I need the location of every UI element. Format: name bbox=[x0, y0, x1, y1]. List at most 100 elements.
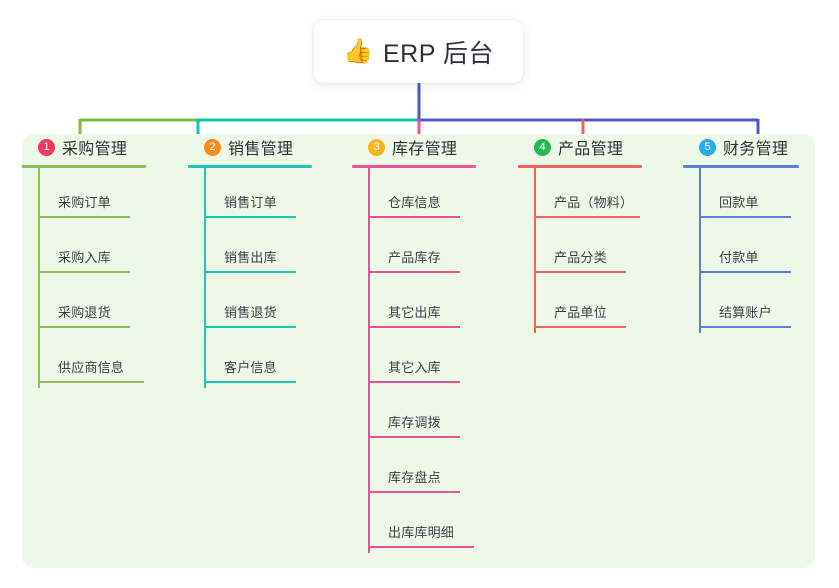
branch-items: 回款单付款单结算账户 bbox=[683, 168, 799, 333]
leaf-label: 供应商信息 bbox=[58, 360, 125, 375]
leaf-label: 销售订单 bbox=[224, 195, 277, 210]
leaf-item[interactable]: 采购订单 bbox=[22, 168, 146, 223]
leaf-underline bbox=[368, 271, 460, 273]
leaf-underline bbox=[699, 216, 791, 218]
leaf-item[interactable]: 产品分类 bbox=[518, 223, 642, 278]
branch-number-badge: 2 bbox=[204, 138, 221, 156]
branch-underline bbox=[352, 165, 476, 168]
branch-title: 采购管理 bbox=[62, 141, 128, 158]
leaf-item[interactable]: 采购入库 bbox=[22, 223, 146, 278]
leaf-item[interactable]: 付款单 bbox=[683, 223, 799, 278]
branch-spine bbox=[368, 168, 370, 553]
branch-column-2: 2 销售管理销售订单销售出库销售退货客户信息 bbox=[188, 134, 312, 388]
branch-title: 销售管理 bbox=[228, 141, 294, 158]
diagram-panel: 1 采购管理采购订单采购入库采购退货供应商信息 2 销售管理销售订单销售出库销售退货客… bbox=[22, 134, 815, 568]
leaf-item[interactable]: 结算账户 bbox=[683, 278, 799, 333]
branch-underline bbox=[22, 165, 146, 168]
leaf-item[interactable]: 供应商信息 bbox=[22, 333, 146, 388]
leaf-item[interactable]: 销售出库 bbox=[188, 223, 312, 278]
leaf-underline bbox=[368, 436, 460, 438]
leaf-underline bbox=[368, 381, 460, 383]
leaf-label: 采购入库 bbox=[58, 250, 111, 265]
leaf-label: 其它出库 bbox=[388, 305, 441, 320]
leaf-underline bbox=[534, 326, 626, 328]
leaf-label: 产品（物料） bbox=[554, 195, 634, 210]
branch-header-5[interactable]: 5 财务管理 bbox=[683, 134, 799, 160]
leaf-label: 产品分类 bbox=[554, 250, 607, 265]
branch-header-2[interactable]: 2 销售管理 bbox=[188, 134, 312, 160]
branch-column-4: 4 产品管理产品（物料） 产品分类产品单位 bbox=[518, 134, 642, 333]
branch-items: 产品（物料） 产品分类产品单位 bbox=[518, 168, 642, 333]
branch-items: 采购订单采购入库采购退货供应商信息 bbox=[22, 168, 146, 388]
branch-spine bbox=[534, 168, 536, 333]
branch-spine bbox=[38, 168, 40, 388]
branch-header-4[interactable]: 4 产品管理 bbox=[518, 134, 642, 160]
root-node[interactable]: 👍 ERP 后台 bbox=[314, 20, 523, 83]
branch-number-badge: 4 bbox=[534, 138, 551, 156]
leaf-label: 仓库信息 bbox=[388, 195, 441, 210]
leaf-label: 库存调拨 bbox=[388, 415, 441, 430]
branch-underline bbox=[188, 165, 312, 168]
branch-header-1[interactable]: 1 采购管理 bbox=[22, 134, 146, 160]
leaf-underline bbox=[38, 381, 144, 383]
branch-items: 仓库信息产品库存其它出库其它入库库存调拨库存盘点出库库明细 bbox=[352, 168, 476, 553]
leaf-label: 销售出库 bbox=[224, 250, 277, 265]
leaf-underline bbox=[534, 216, 640, 218]
branch-column-5: 5 财务管理回款单付款单结算账户 bbox=[683, 134, 799, 333]
branch-spine bbox=[699, 168, 701, 333]
leaf-underline bbox=[204, 381, 296, 383]
leaf-item[interactable]: 回款单 bbox=[683, 168, 799, 223]
leaf-item[interactable]: 仓库信息 bbox=[352, 168, 476, 223]
leaf-underline bbox=[368, 326, 460, 328]
leaf-item[interactable]: 销售退货 bbox=[188, 278, 312, 333]
branch-underline bbox=[683, 165, 799, 168]
leaf-label: 回款单 bbox=[719, 195, 759, 210]
leaf-label: 库存盘点 bbox=[388, 470, 441, 485]
leaf-underline bbox=[368, 491, 460, 493]
leaf-underline bbox=[38, 326, 130, 328]
leaf-underline bbox=[534, 271, 626, 273]
leaf-label: 产品库存 bbox=[388, 250, 441, 265]
branch-number-badge: 1 bbox=[38, 138, 55, 156]
leaf-item[interactable]: 客户信息 bbox=[188, 333, 312, 388]
leaf-label: 其它入库 bbox=[388, 360, 441, 375]
branch-column-1: 1 采购管理采购订单采购入库采购退货供应商信息 bbox=[22, 134, 146, 388]
leaf-item[interactable]: 采购退货 bbox=[22, 278, 146, 333]
branch-title: 财务管理 bbox=[723, 141, 789, 158]
leaf-item[interactable]: 产品（物料） bbox=[518, 168, 642, 223]
leaf-label: 销售退货 bbox=[224, 305, 277, 320]
leaf-underline bbox=[699, 326, 791, 328]
branch-title: 库存管理 bbox=[392, 141, 458, 158]
leaf-underline bbox=[699, 271, 791, 273]
branch-items: 销售订单销售出库销售退货客户信息 bbox=[188, 168, 312, 388]
leaf-label: 付款单 bbox=[719, 250, 759, 265]
leaf-underline bbox=[368, 216, 460, 218]
leaf-item[interactable]: 出库库明细 bbox=[352, 498, 476, 553]
leaf-label: 客户信息 bbox=[224, 360, 277, 375]
branch-number-badge: 5 bbox=[699, 138, 716, 156]
thumbs-up-icon: 👍 bbox=[343, 37, 373, 65]
leaf-underline bbox=[204, 326, 296, 328]
leaf-item[interactable]: 其它入库 bbox=[352, 333, 476, 388]
branch-spine bbox=[204, 168, 206, 388]
leaf-item[interactable]: 销售订单 bbox=[188, 168, 312, 223]
branch-underline bbox=[518, 165, 642, 168]
leaf-label: 采购退货 bbox=[58, 305, 111, 320]
leaf-item[interactable]: 产品库存 bbox=[352, 223, 476, 278]
leaf-item[interactable]: 产品单位 bbox=[518, 278, 642, 333]
leaf-label: 采购订单 bbox=[58, 195, 111, 210]
leaf-underline bbox=[38, 271, 130, 273]
leaf-underline bbox=[38, 216, 130, 218]
leaf-item[interactable]: 库存调拨 bbox=[352, 388, 476, 443]
leaf-label: 产品单位 bbox=[554, 305, 607, 320]
leaf-underline bbox=[204, 216, 296, 218]
branch-title: 产品管理 bbox=[558, 141, 624, 158]
leaf-underline bbox=[204, 271, 296, 273]
leaf-item[interactable]: 其它出库 bbox=[352, 278, 476, 333]
root-title: ERP 后台 bbox=[382, 39, 494, 68]
leaf-label: 结算账户 bbox=[719, 305, 772, 320]
leaf-item[interactable]: 库存盘点 bbox=[352, 443, 476, 498]
leaf-underline bbox=[368, 546, 474, 548]
